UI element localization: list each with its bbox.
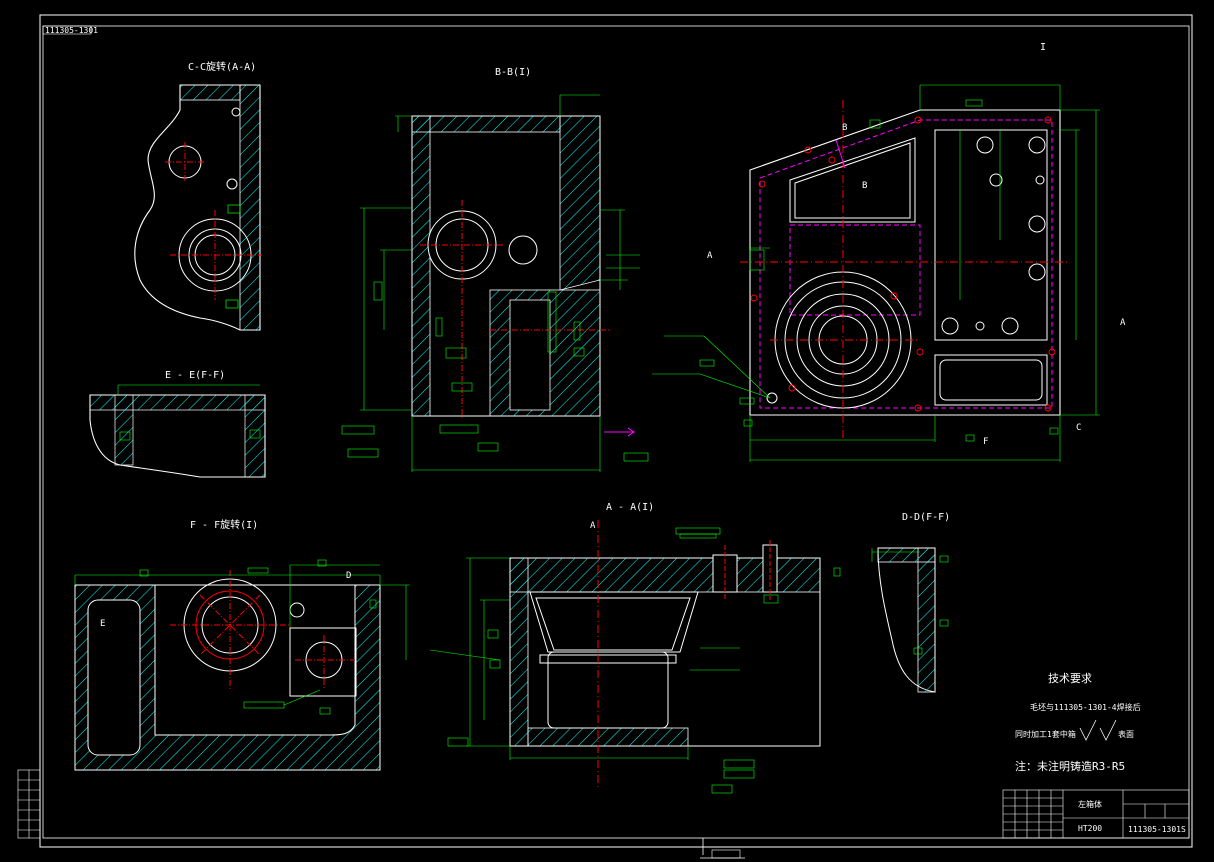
title-block-material: HT200: [1078, 824, 1102, 833]
tech-req-title: 技术要求: [1048, 672, 1092, 685]
view-i: [652, 84, 1100, 462]
title-block-name: 左箱体: [1078, 799, 1102, 809]
title-block: [1002, 789, 1190, 839]
tech-req-line2-suffix: 表面: [1118, 729, 1134, 739]
view-aa: [429, 520, 841, 794]
cut-mark-d: D: [346, 571, 351, 581]
tech-req-line3: 注：未注明铸造R3-R5: [1015, 759, 1125, 773]
view-bb: [341, 94, 649, 472]
tech-req-line2: 同时加工1套中箱: [1015, 729, 1076, 739]
cut-mark-f: F: [983, 437, 988, 447]
view-dd-title: D-D(F-F): [902, 512, 950, 523]
cut-mark-a-left: A: [707, 251, 713, 261]
view-cc-title: C-C旋转(A-A): [188, 60, 256, 73]
cut-mark-e: E: [100, 619, 105, 629]
view-dd: [871, 547, 949, 693]
view-ee-title: E - E(F-F): [165, 370, 225, 381]
drawing-border: [39, 14, 1193, 859]
title-block-code: 111305-1301S: [1128, 825, 1186, 834]
view-cc: [134, 84, 262, 331]
view-ff-title: F - F旋转(I): [190, 518, 258, 531]
view-i-title: I: [1040, 42, 1046, 53]
view-aa-title: A - A(I): [606, 502, 654, 513]
cut-mark-a-right: A: [1120, 318, 1126, 328]
cut-mark-a-top: A: [590, 521, 596, 531]
tech-req-line1: 毛坯与111305-1301-4焊接后: [1030, 702, 1141, 712]
view-ff: [74, 559, 410, 771]
view-bb-title: B-B(I): [495, 67, 531, 78]
cut-mark-b-top: B: [842, 123, 847, 133]
left-revision-strip: [17, 769, 41, 839]
cut-mark-b-bottom: B: [862, 181, 867, 191]
view-ee: [89, 384, 266, 478]
tech-requirements: 技术要求 毛坯与111305-1301-4焊接后 同时加工1套中箱 表面 注：未…: [1015, 672, 1141, 773]
cut-mark-c: C: [1076, 423, 1081, 433]
frame-code: 111305-1301: [45, 26, 98, 35]
surface-finish-icon: [1079, 719, 1117, 741]
